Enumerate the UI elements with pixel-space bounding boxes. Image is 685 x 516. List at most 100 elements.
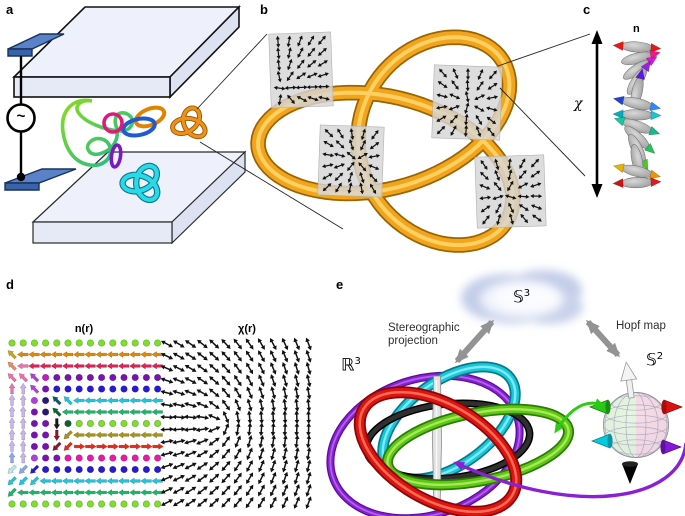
n-arrow-icon bbox=[85, 443, 97, 450]
director-arrow-icon bbox=[184, 340, 197, 348]
panel-label-b: b bbox=[260, 2, 268, 17]
director-arrow-icon bbox=[530, 158, 540, 168]
director-arrow-icon bbox=[172, 365, 185, 372]
n-dot bbox=[142, 500, 150, 508]
director-arrow-icon bbox=[172, 414, 186, 420]
director-arrow-icon bbox=[222, 423, 230, 436]
director-arrow-icon bbox=[369, 173, 378, 183]
n-dot bbox=[75, 373, 83, 382]
hopf-map-label: Hopf map bbox=[616, 320, 666, 332]
director-arrow-icon bbox=[495, 203, 502, 214]
director-arrow-icon bbox=[348, 139, 355, 151]
n-arrow-icon bbox=[53, 418, 61, 430]
hopf-arrow bbox=[585, 319, 621, 358]
n-arrow-icon bbox=[117, 477, 130, 485]
n-dot bbox=[109, 385, 117, 393]
n-arrow-icon bbox=[84, 489, 96, 496]
n-arrow-icon bbox=[63, 396, 73, 406]
ellipsoid-molecule bbox=[612, 95, 662, 112]
director-arrow-icon bbox=[297, 59, 305, 69]
n-arrow-icon bbox=[95, 477, 107, 485]
ellipsoid-molecule bbox=[612, 177, 662, 189]
director-arrow-icon bbox=[337, 128, 344, 139]
director-arrow-icon bbox=[305, 447, 312, 461]
n-arrow-icon bbox=[8, 451, 16, 464]
n-arrow-icon bbox=[39, 489, 51, 496]
director-arrow-icon bbox=[508, 213, 515, 225]
n-arrow-icon bbox=[106, 397, 119, 404]
director-cone-icon bbox=[612, 41, 624, 51]
leader-b-c-bottom bbox=[499, 87, 586, 177]
director-arrow-icon bbox=[294, 398, 300, 412]
n-arrow-icon bbox=[7, 476, 17, 486]
director-arrow-icon bbox=[234, 447, 242, 460]
director-arrow-icon bbox=[474, 94, 486, 101]
n-arrow-icon bbox=[39, 362, 51, 370]
director-arrow-icon bbox=[487, 82, 498, 90]
director-arrow-icon bbox=[517, 194, 530, 199]
n-arrow-icon bbox=[140, 362, 152, 370]
n-arrow-icon bbox=[16, 489, 29, 496]
director-arrow-icon bbox=[196, 376, 209, 385]
director-arrow-icon bbox=[184, 474, 197, 482]
n-arrow-icon bbox=[18, 476, 29, 486]
director-arrow-icon bbox=[306, 398, 312, 412]
n-dot bbox=[75, 454, 83, 462]
n-arrow-icon bbox=[72, 408, 85, 416]
n-arrow-icon bbox=[151, 351, 163, 358]
n-dot bbox=[86, 465, 94, 474]
director-arrow-icon bbox=[295, 85, 308, 90]
n-arrow-icon bbox=[39, 351, 51, 358]
director-arrow-icon bbox=[479, 195, 492, 201]
director-arrow-icon bbox=[360, 139, 366, 151]
director-arrow-icon bbox=[368, 153, 381, 159]
director-arrow-icon bbox=[347, 161, 355, 172]
director-arrow-icon bbox=[221, 497, 231, 508]
n-arrow-icon bbox=[50, 362, 63, 370]
chi-axis-label: χ bbox=[574, 96, 583, 112]
n-arrow-icon bbox=[8, 417, 16, 429]
director-arrow-icon bbox=[369, 141, 380, 150]
director-arrow-icon bbox=[208, 401, 220, 409]
director-arrow-icon bbox=[333, 163, 345, 169]
n-arrow-icon bbox=[61, 408, 74, 416]
ellipsoid-molecule bbox=[613, 117, 661, 136]
n-arrow-icon bbox=[72, 489, 85, 496]
director-arrow-icon bbox=[233, 484, 242, 496]
director-arrow-icon bbox=[270, 447, 277, 461]
gold-trefoil-knot bbox=[250, 29, 521, 253]
director-arrow-icon bbox=[160, 487, 174, 494]
director-arrow-icon bbox=[246, 447, 253, 461]
n-arrow-icon bbox=[117, 408, 130, 416]
director-arrow-icon bbox=[305, 386, 312, 400]
n-arrow-icon bbox=[106, 408, 119, 416]
director-arrow-icon bbox=[184, 438, 198, 445]
director-arrow-icon bbox=[197, 339, 208, 349]
red-preimage-ring bbox=[353, 386, 523, 516]
n-arrow-icon bbox=[72, 477, 85, 485]
blue-ring bbox=[121, 116, 157, 138]
director-arrow-icon bbox=[172, 426, 186, 432]
director-arrow-icon bbox=[183, 426, 198, 432]
n-arrow-icon bbox=[106, 362, 119, 370]
n-arrow-icon bbox=[63, 441, 73, 451]
director-arrow-icon bbox=[306, 410, 312, 424]
director-arrow-icon bbox=[246, 472, 254, 485]
director-arrow-icon bbox=[492, 194, 504, 201]
director-arrow-icon bbox=[209, 339, 220, 349]
director-cone-icon bbox=[638, 158, 649, 171]
director-arrow-icon bbox=[172, 352, 185, 360]
n-dot bbox=[75, 465, 83, 474]
n-arrow-icon bbox=[50, 477, 63, 485]
director-arrow-icon bbox=[222, 436, 230, 448]
purple-map-arrow bbox=[453, 442, 685, 499]
director-arrow-icon bbox=[482, 215, 490, 225]
n-dot bbox=[154, 339, 162, 347]
n-dot bbox=[154, 419, 162, 428]
n-arrow-icon bbox=[151, 397, 163, 404]
n-dot bbox=[64, 500, 72, 508]
n-dot bbox=[8, 339, 16, 347]
director-arrow-icon bbox=[160, 402, 174, 408]
director-arrow-icon bbox=[294, 434, 300, 449]
n-arrow-icon bbox=[106, 477, 119, 485]
